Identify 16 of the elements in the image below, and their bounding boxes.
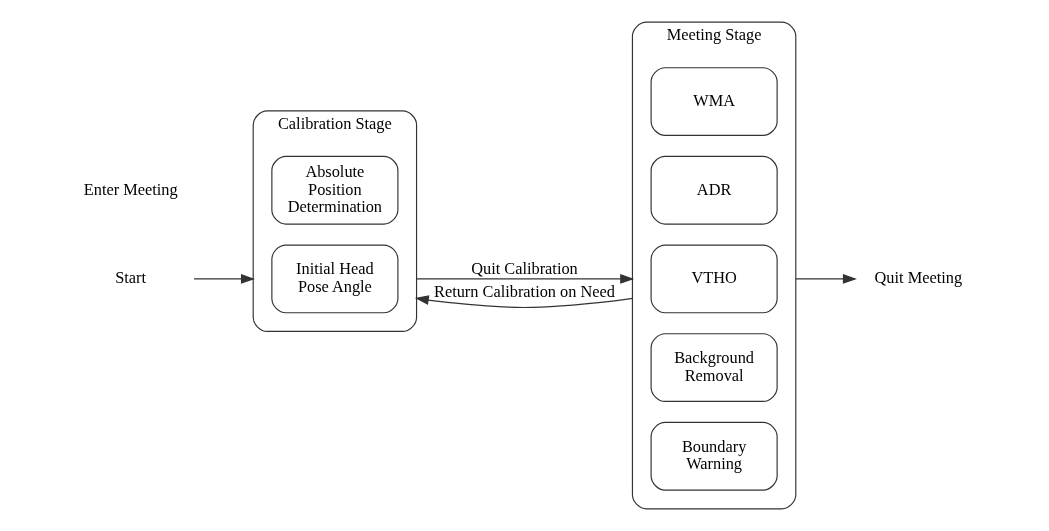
node-box: WMA bbox=[650, 67, 778, 136]
node-box: VTHO bbox=[650, 244, 778, 314]
edge-label: Quit Calibration bbox=[471, 259, 578, 279]
arrow bbox=[415, 274, 635, 284]
arrow bbox=[414, 295, 634, 309]
node-box: Boundary Warning bbox=[650, 421, 778, 491]
arrow bbox=[193, 274, 255, 284]
node-box: Initial Head Pose Angle bbox=[271, 244, 399, 314]
label: Enter Meeting bbox=[83, 179, 178, 199]
node-box: Absolute Position Determination bbox=[271, 155, 399, 225]
node-text: Quit Meeting bbox=[874, 268, 963, 288]
node-box: Background Removal bbox=[650, 333, 778, 403]
arrow bbox=[795, 274, 857, 284]
node-box: ADR bbox=[650, 155, 778, 225]
edge-label: Return Calibration on Need bbox=[434, 281, 615, 301]
node-text: Start bbox=[115, 268, 147, 288]
